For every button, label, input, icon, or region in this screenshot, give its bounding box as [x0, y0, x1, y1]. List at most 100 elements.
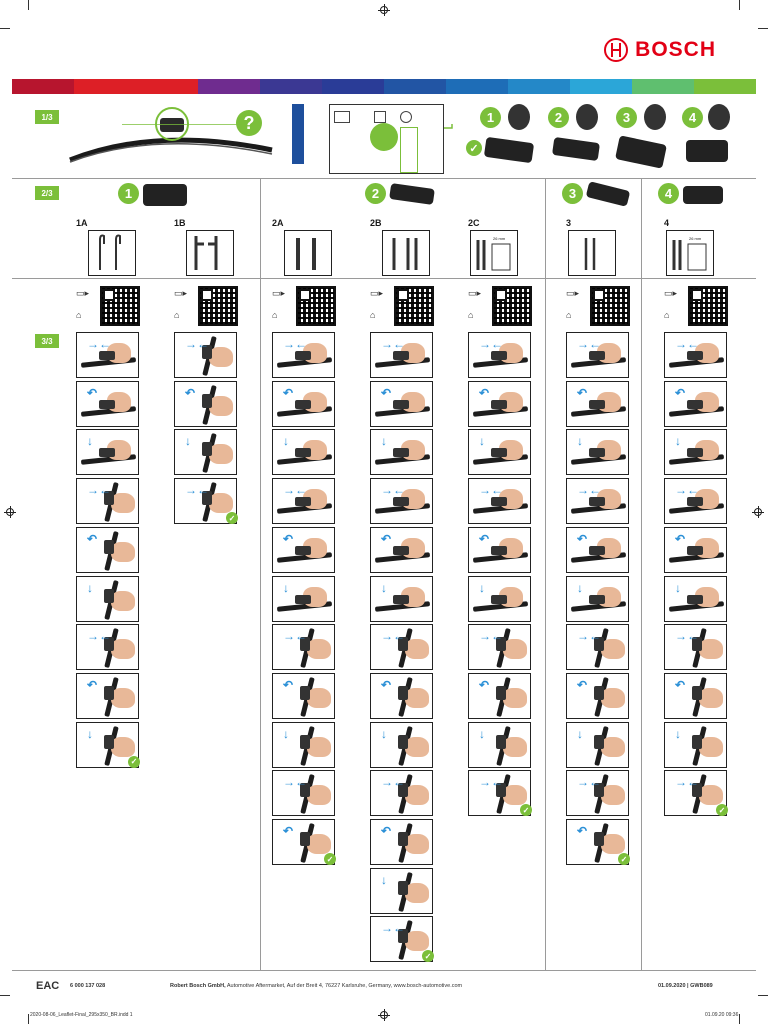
registration-mark-top	[378, 4, 390, 16]
adapter-3-detail	[644, 104, 666, 130]
direction-arrow-icon: ↶	[283, 531, 294, 546]
thumbnail-clip	[687, 545, 703, 555]
thumbnail-clip	[104, 491, 114, 506]
thumbnail-clip	[491, 545, 507, 555]
instruction-step-thumbnail: ↶	[566, 526, 629, 573]
instruction-step-thumbnail: →←	[272, 624, 335, 671]
instruction-step-thumbnail: ↓	[76, 429, 139, 476]
arm-1b-drawing	[194, 236, 218, 270]
thumbnail-clip	[398, 880, 408, 895]
color-band-segment	[136, 79, 198, 94]
thumbnail-hand	[405, 736, 429, 757]
question-mark-badge: ?	[236, 110, 262, 136]
video-camera-icon: ▭▸	[566, 288, 580, 298]
registration-mark-bottom	[378, 1009, 390, 1021]
direction-arrow-icon: ↓	[87, 580, 93, 595]
thumbnail-clip	[295, 545, 311, 555]
instruction-step-thumbnail: ↓	[370, 575, 433, 622]
direction-arrow-icon: ↓	[283, 434, 289, 449]
adapter-number-4: 4	[682, 107, 703, 128]
thumbnail-clip	[687, 448, 703, 458]
qr-code[interactable]	[198, 286, 238, 326]
instruction-step-thumbnail: →←	[664, 332, 727, 378]
direction-arrow-icon: ↓	[185, 434, 191, 449]
bosch-armature-icon	[604, 38, 629, 62]
part-number: 6 000 137 028	[70, 983, 106, 989]
thumbnail-hand	[111, 541, 135, 562]
direction-arrow-icon: ↓	[675, 726, 681, 741]
thumbnail-hand	[405, 882, 429, 903]
color-band-segment	[12, 79, 74, 94]
qr-code[interactable]	[590, 286, 630, 326]
variant-label-2c: 2C	[468, 218, 480, 228]
instruction-step-thumbnail: →←	[566, 478, 629, 525]
video-camera-icon: ▭▸	[468, 288, 482, 298]
qr-code[interactable]	[394, 286, 434, 326]
instruction-step-thumbnail: ↓	[370, 429, 433, 476]
date-code: 01.09.2020 | GWB089	[658, 983, 713, 989]
instruction-step-thumbnail: ↓	[566, 429, 629, 476]
direction-arrow-icon: ↶	[87, 385, 98, 400]
instruction-step-thumbnail: →←	[566, 332, 629, 378]
blade-package-icon	[292, 104, 304, 164]
thumbnail-clip	[687, 351, 703, 360]
thumbnail-clip	[393, 448, 409, 458]
instruction-step-thumbnail: →←	[664, 624, 727, 671]
thumbnail-hand	[111, 687, 135, 708]
arm-3-drawing	[584, 238, 596, 270]
column-divider	[641, 178, 642, 970]
checkmark-icon: ✓	[324, 853, 336, 865]
thumbnail-hand	[405, 687, 429, 708]
calendar-icon	[374, 111, 386, 123]
step-label-3: 3/3	[35, 334, 59, 348]
direction-arrow-icon: ↓	[577, 434, 583, 449]
thumbnail-hand	[111, 736, 135, 757]
instruction-step-thumbnail: ↶	[664, 672, 727, 719]
instruction-step-thumbnail: ↶	[370, 380, 433, 427]
direction-arrow-icon: ↶	[675, 531, 686, 546]
thumbnail-clip	[692, 783, 702, 798]
thumbnail-hand	[601, 785, 625, 806]
direction-arrow-icon: →←	[577, 629, 601, 644]
direction-arrow-icon: ↓	[479, 434, 485, 449]
adapter-2-image	[551, 136, 601, 162]
direction-arrow-icon: →←	[479, 483, 503, 498]
thumbnail-clip	[104, 685, 114, 700]
direction-arrow-icon: →←	[283, 483, 307, 498]
thumbnail-clip	[398, 637, 408, 652]
registration-mark-left	[4, 506, 16, 518]
qr-code[interactable]	[492, 286, 532, 326]
qr-code[interactable]	[688, 286, 728, 326]
thumbnail-clip	[594, 637, 604, 652]
qr-code[interactable]	[100, 286, 140, 326]
thumbnail-clip	[687, 399, 703, 409]
direction-arrow-icon: →←	[577, 483, 601, 498]
instruction-step-thumbnail: ↓	[370, 721, 433, 768]
arm-4-drawing	[672, 240, 707, 271]
step-label-1: 1/3	[35, 110, 59, 124]
thumbnail-clip	[491, 594, 507, 604]
video-camera-icon: ▭▸	[370, 288, 384, 298]
instruction-step-thumbnail: ↶	[174, 380, 237, 427]
thumbnail-hand	[405, 834, 429, 854]
thumbnail-hand	[111, 590, 135, 611]
qr-code[interactable]	[296, 286, 336, 326]
crop-mark	[0, 28, 10, 29]
direction-arrow-icon: →←	[381, 775, 405, 790]
thumbnail-clip	[496, 685, 506, 700]
instruction-step-thumbnail: ↓	[272, 575, 335, 622]
instruction-step-thumbnail: ↓	[468, 575, 531, 622]
thumbnail-clip	[202, 491, 212, 506]
thumbnail-clip	[300, 783, 310, 798]
instruction-step-thumbnail: ↓	[566, 575, 629, 622]
crop-mark	[758, 995, 768, 996]
video-camera-icon: ▭▸	[664, 288, 678, 298]
car-icon	[334, 111, 350, 123]
direction-arrow-icon: →←	[185, 483, 209, 498]
thumbnail-clip	[393, 545, 409, 555]
thumbnail-hand	[209, 347, 233, 367]
thumbnail-hand	[699, 687, 723, 708]
thumbnail-hand	[209, 444, 233, 465]
thumbnail-clip	[99, 351, 115, 360]
thumbnail-hand	[405, 639, 429, 660]
